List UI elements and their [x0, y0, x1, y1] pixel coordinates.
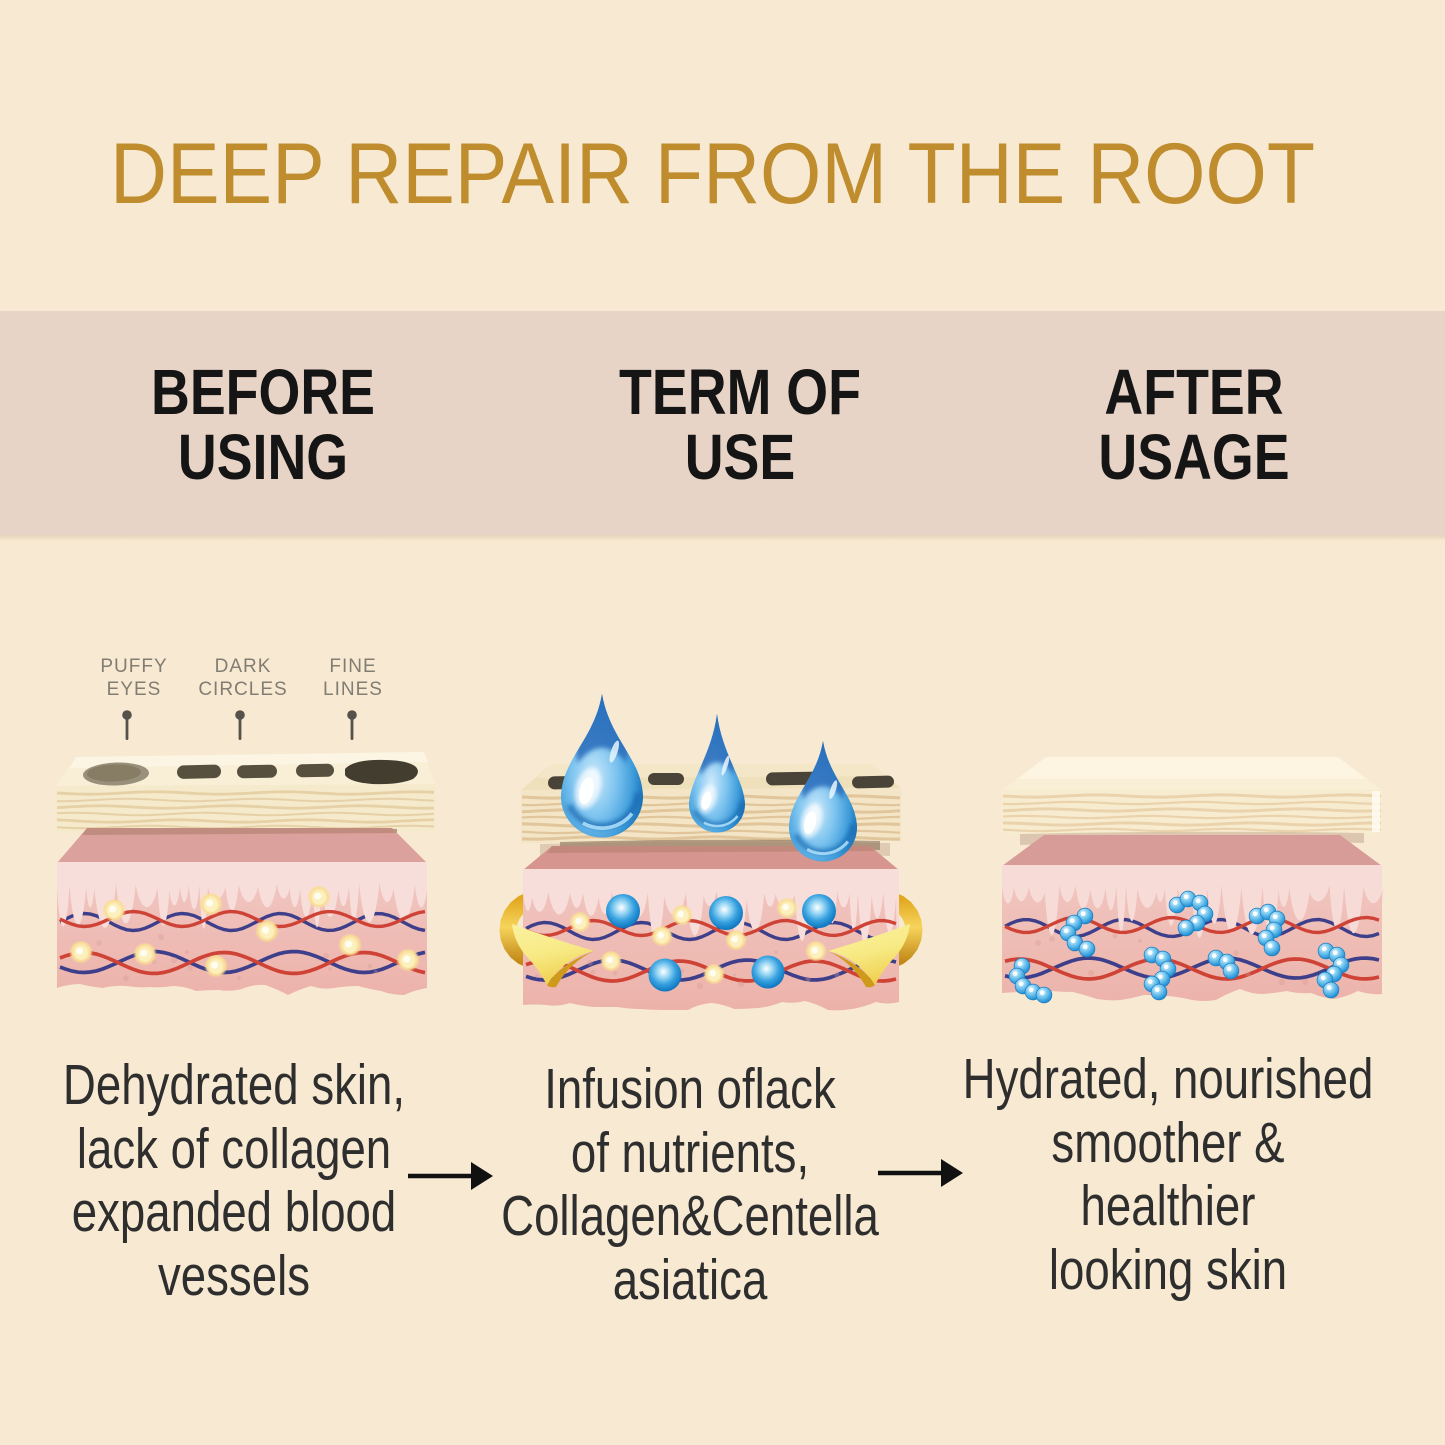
svg-text:CIRCLES: CIRCLES — [198, 679, 287, 700]
svg-text:PUFFY: PUFFY — [100, 656, 167, 677]
svg-text:DARK: DARK — [215, 656, 272, 677]
svg-text:LINES: LINES — [323, 679, 383, 700]
svg-text:FINE: FINE — [329, 656, 376, 677]
svg-text:EYES: EYES — [107, 679, 162, 700]
